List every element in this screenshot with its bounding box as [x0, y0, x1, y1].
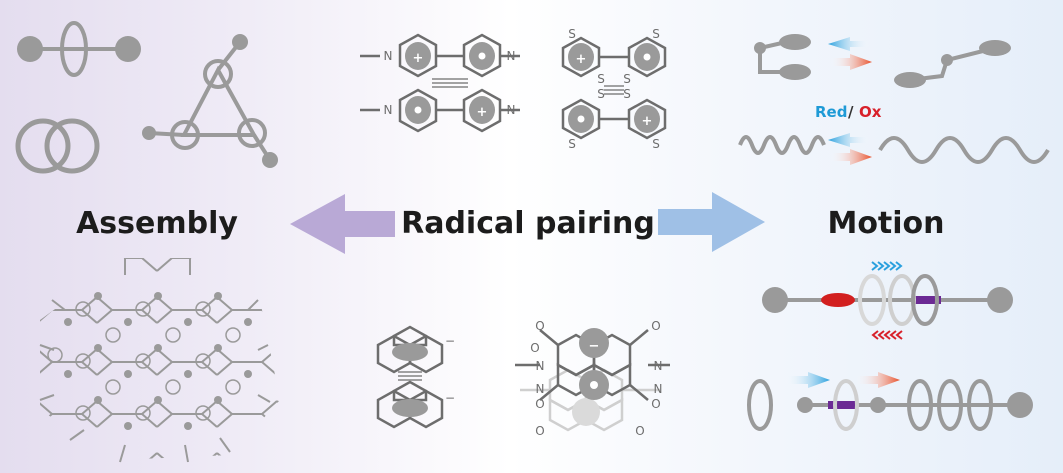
redox-label: Red / Ox: [815, 103, 882, 121]
nitrogen-atom: N: [384, 49, 393, 63]
plus-charge: +: [642, 114, 653, 129]
ndi-stack-icon: − O O O O O N N N N O O: [515, 319, 670, 438]
nitrogen-atom: N: [384, 103, 393, 117]
redox-ox-label: Ox: [859, 103, 882, 121]
sulfur-atom: S: [597, 72, 605, 86]
right-arrow: [658, 192, 765, 252]
hexagonal-framework-icon: [39, 258, 280, 463]
sulfur-atom: S: [568, 27, 576, 41]
oxygen-atom: O: [535, 424, 544, 438]
sulfur-atom: S: [652, 137, 660, 151]
sulfur-atom: S: [623, 72, 631, 86]
oxygen-atom: O: [530, 341, 539, 355]
nitrogen-atom: N: [507, 103, 516, 117]
minus-charge: −: [589, 339, 600, 354]
pump-icon: [747, 372, 1033, 431]
nitrogen-atom: N: [536, 359, 545, 373]
oxygen-atom: O: [651, 397, 660, 411]
nitrogen-atom: N: [654, 382, 663, 396]
nitrogen-atom: N: [507, 49, 516, 63]
dimer-switch-icon: [754, 34, 1011, 88]
radical-minus: −: [445, 334, 455, 348]
oxygen-atom: O: [535, 397, 544, 411]
sulfur-atom: S: [623, 87, 631, 101]
ttf-dimer-icon: + + S S S S S S S S: [561, 27, 667, 151]
nitrogen-atom: N: [536, 382, 545, 396]
molecular-shuttle-icon: [762, 261, 1013, 340]
redox-slash: /: [848, 103, 854, 121]
radical-pairing-label: Radical pairing: [401, 206, 655, 241]
viologen-dimer-icon: + + N N N N: [360, 33, 520, 133]
plus-charge: +: [477, 105, 488, 120]
assembly-label: Assembly: [76, 206, 238, 241]
sulfur-atom: S: [597, 87, 605, 101]
triangular-interlocked-icon: [142, 34, 278, 168]
plus-charge: +: [576, 52, 587, 67]
oxygen-atom: O: [535, 319, 544, 333]
sulfur-atom: S: [568, 137, 576, 151]
phenalenyl-dimer-icon: − −: [376, 325, 455, 429]
rotaxane-icon: [17, 21, 141, 77]
oxygen-atom: O: [651, 319, 660, 333]
helix-to-coil-icon: [738, 133, 1050, 165]
radical-minus: −: [445, 391, 455, 405]
sulfur-atom: S: [652, 27, 660, 41]
catenane-icon: [15, 118, 100, 174]
left-arrow: [290, 194, 395, 254]
oxygen-atom: O: [635, 424, 644, 438]
plus-charge: +: [413, 51, 424, 66]
motion-label: Motion: [827, 206, 944, 241]
nitrogen-atom: N: [654, 359, 663, 373]
redox-red-label: Red: [815, 103, 847, 121]
